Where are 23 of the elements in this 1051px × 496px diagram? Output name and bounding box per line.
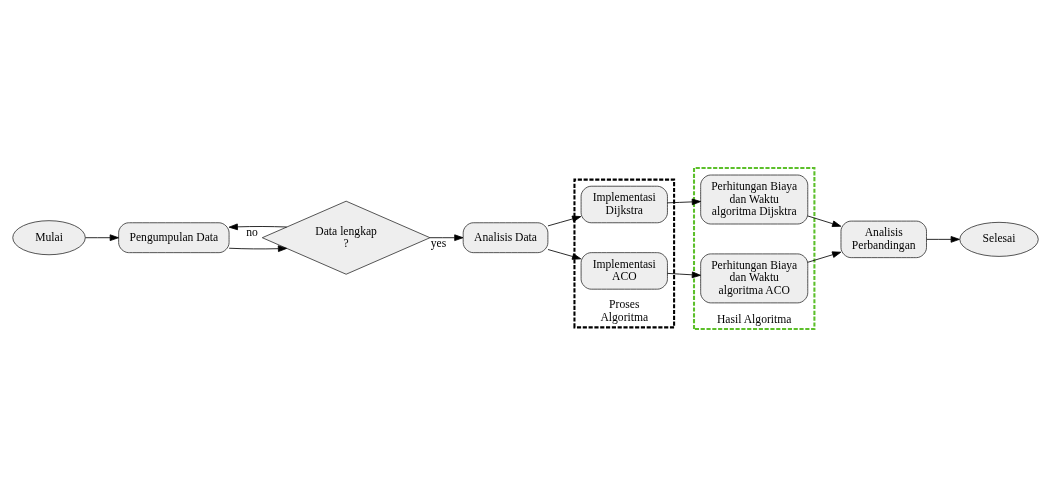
node-ellipse: Mulai	[12, 219, 86, 255]
arrow	[807, 215, 842, 227]
node-box: Analisis Data	[462, 221, 549, 253]
node-box: Analisis Perbandingan	[840, 220, 927, 258]
edge-label: yes	[430, 236, 447, 250]
arrow	[667, 271, 701, 278]
node-box: Perhitungan Biaya dan Waktu algoritma Dijsktra	[700, 174, 809, 224]
edge-label: no	[246, 225, 258, 239]
arrow	[667, 198, 701, 205]
arrow	[547, 248, 582, 260]
arrow	[807, 250, 842, 263]
arrow	[429, 233, 464, 241]
arrow	[228, 244, 288, 252]
node-ellipse: Selesai	[959, 221, 1039, 257]
arrow	[85, 233, 119, 241]
node-box: Perhitungan Biaya dan Waktu algoritma ACO	[700, 253, 809, 303]
node-box: Implementasi Dijkstra	[580, 185, 668, 223]
node-box: Pengumpulan Data	[118, 221, 230, 253]
arrow	[926, 235, 960, 243]
arrow	[228, 223, 288, 230]
arrow	[547, 215, 582, 226]
node-diamond: Data lengkap ?	[261, 200, 431, 275]
node-box: Implementasi ACO	[580, 251, 668, 290]
